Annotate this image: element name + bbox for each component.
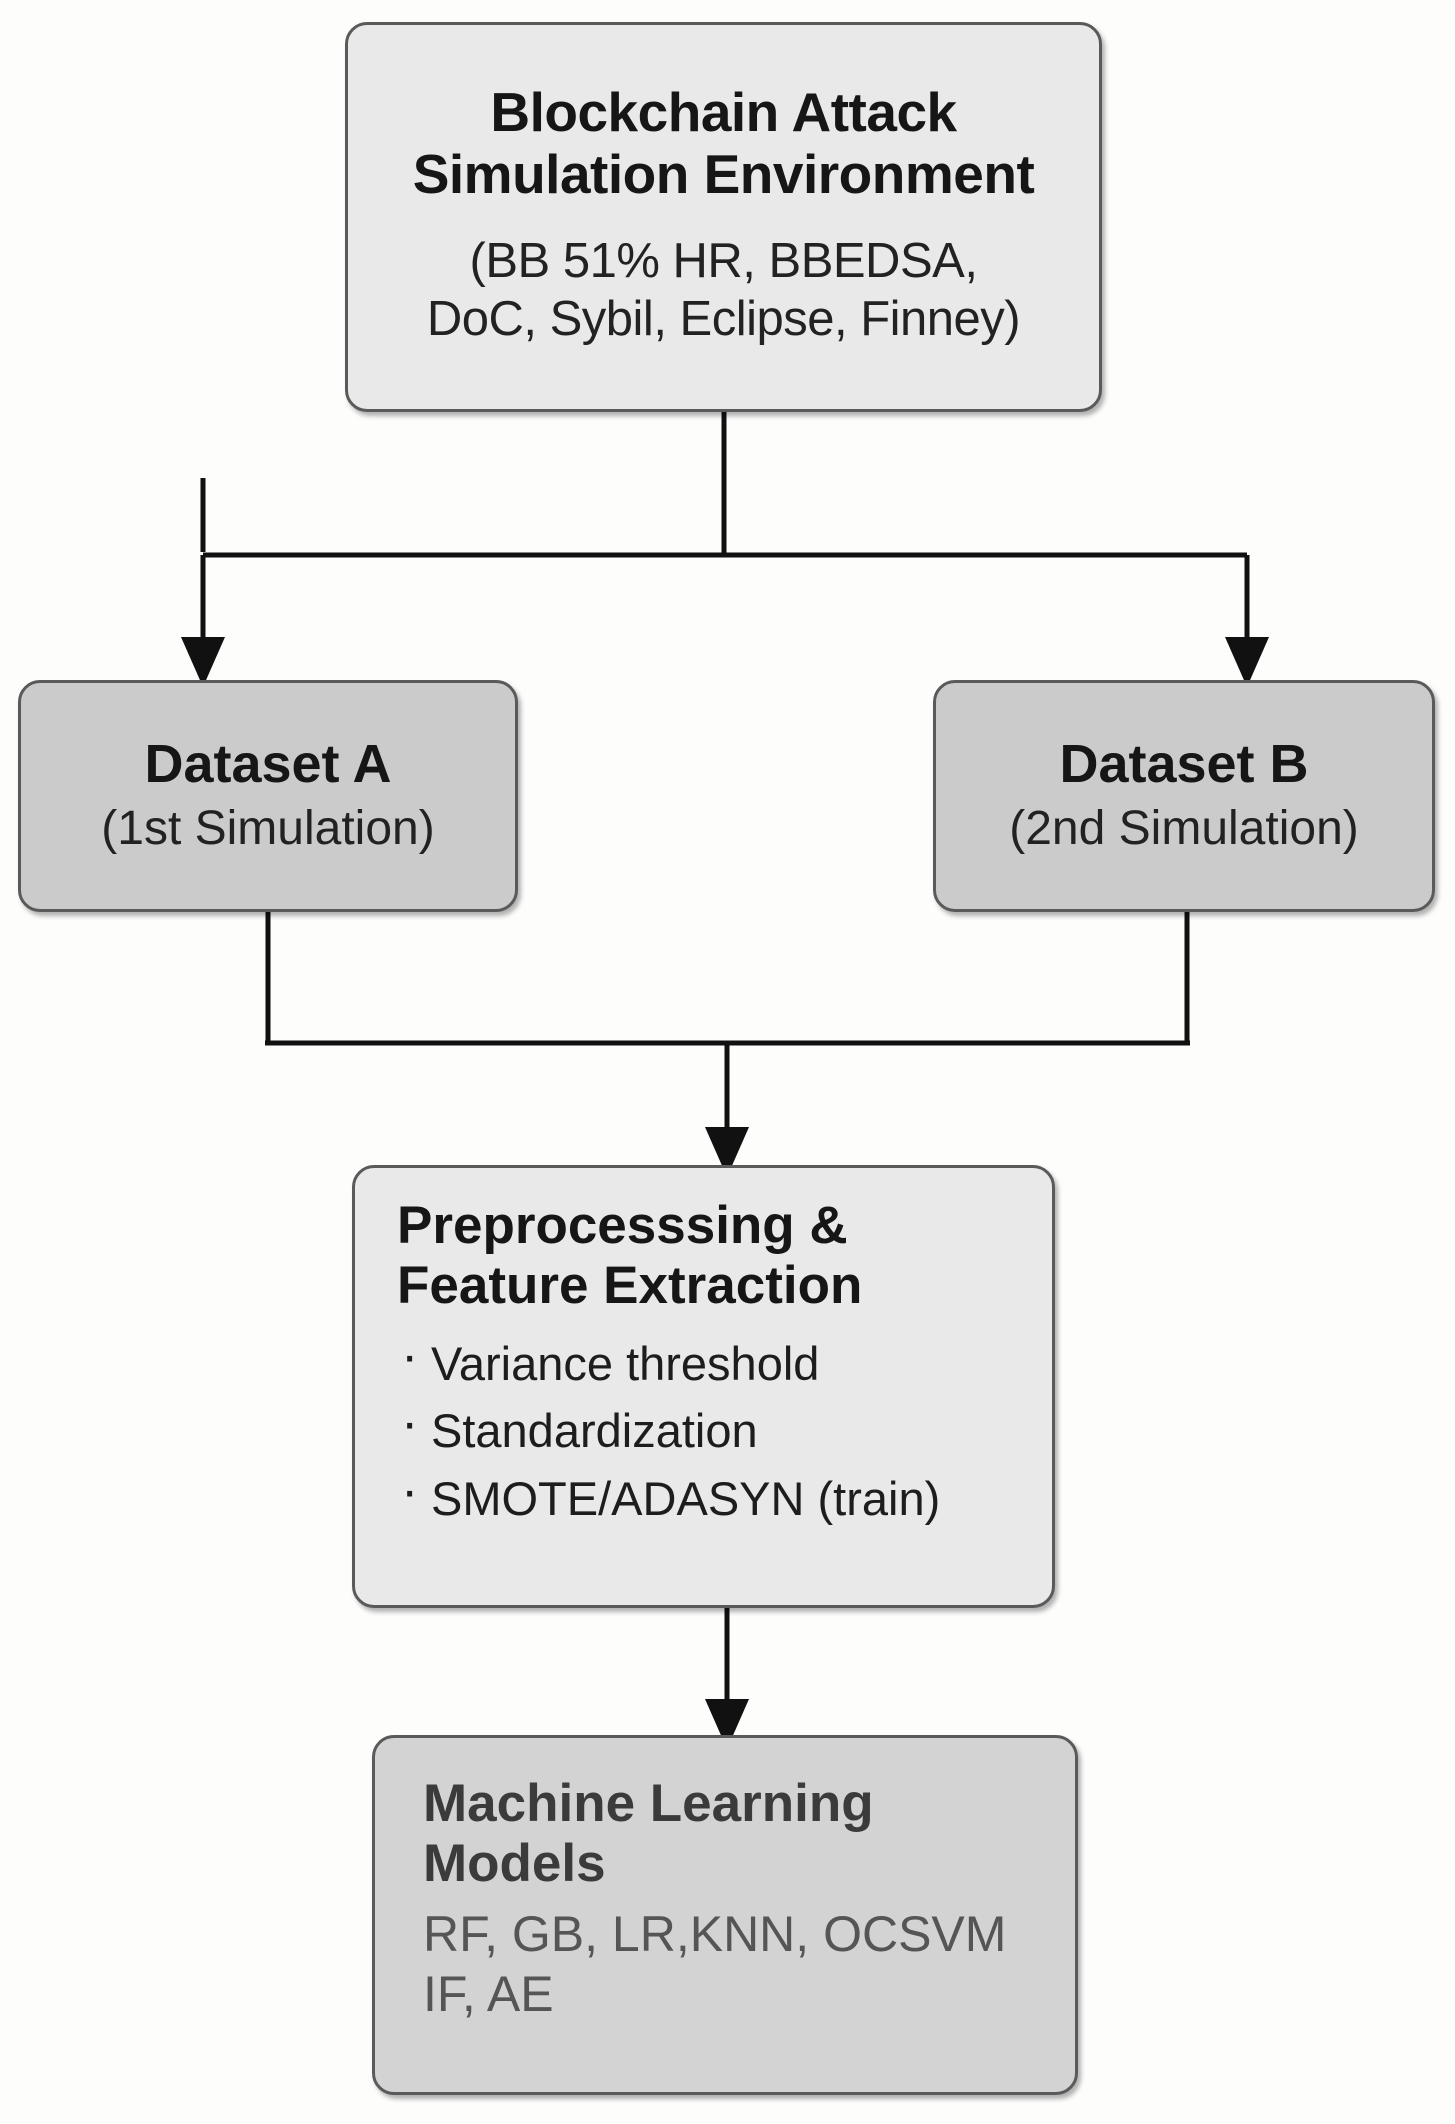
- node-preprocessing-bullet-list: Variance threshold Standardization SMOTE…: [397, 1330, 940, 1538]
- list-item: Standardization: [397, 1397, 940, 1458]
- node-env-title: Blockchain Attack Simulation Environment: [412, 81, 1035, 206]
- node-preprocessing-title: Preprocesssing & Feature Extraction: [397, 1196, 863, 1315]
- list-item: SMOTE/ADASYN (train): [397, 1465, 940, 1526]
- list-item: Variance threshold: [397, 1330, 940, 1391]
- edge-datasets-to-preprocessing: [265, 912, 1190, 1178]
- node-dataset-b-title: Dataset B: [1059, 734, 1309, 795]
- node-ml-models-title: Machine Learning Models: [423, 1774, 874, 1893]
- node-preprocessing-feature-extraction: Preprocesssing & Feature Extraction Vari…: [352, 1165, 1055, 1608]
- node-ml-models-subtitle: RF, GB, LR,KNN, OCSVM IF, AE: [423, 1905, 1007, 2022]
- node-env-subtitle: (BB 51% HR, BBEDSA, DoC, Sybil, Eclipse,…: [426, 234, 1021, 347]
- node-dataset-b-subtitle: (2nd Simulation): [1009, 802, 1359, 856]
- node-dataset-b: Dataset B (2nd Simulation): [933, 680, 1435, 912]
- node-dataset-a: Dataset A (1st Simulation): [18, 680, 518, 912]
- node-dataset-a-subtitle: (1st Simulation): [101, 802, 435, 856]
- node-machine-learning-models: Machine Learning Models RF, GB, LR,KNN, …: [372, 1735, 1078, 2095]
- edge-env-to-datasets: [181, 412, 1269, 688]
- node-dataset-a-title: Dataset A: [144, 734, 392, 795]
- node-blockchain-attack-simulation-environment: Blockchain Attack Simulation Environment…: [345, 22, 1102, 412]
